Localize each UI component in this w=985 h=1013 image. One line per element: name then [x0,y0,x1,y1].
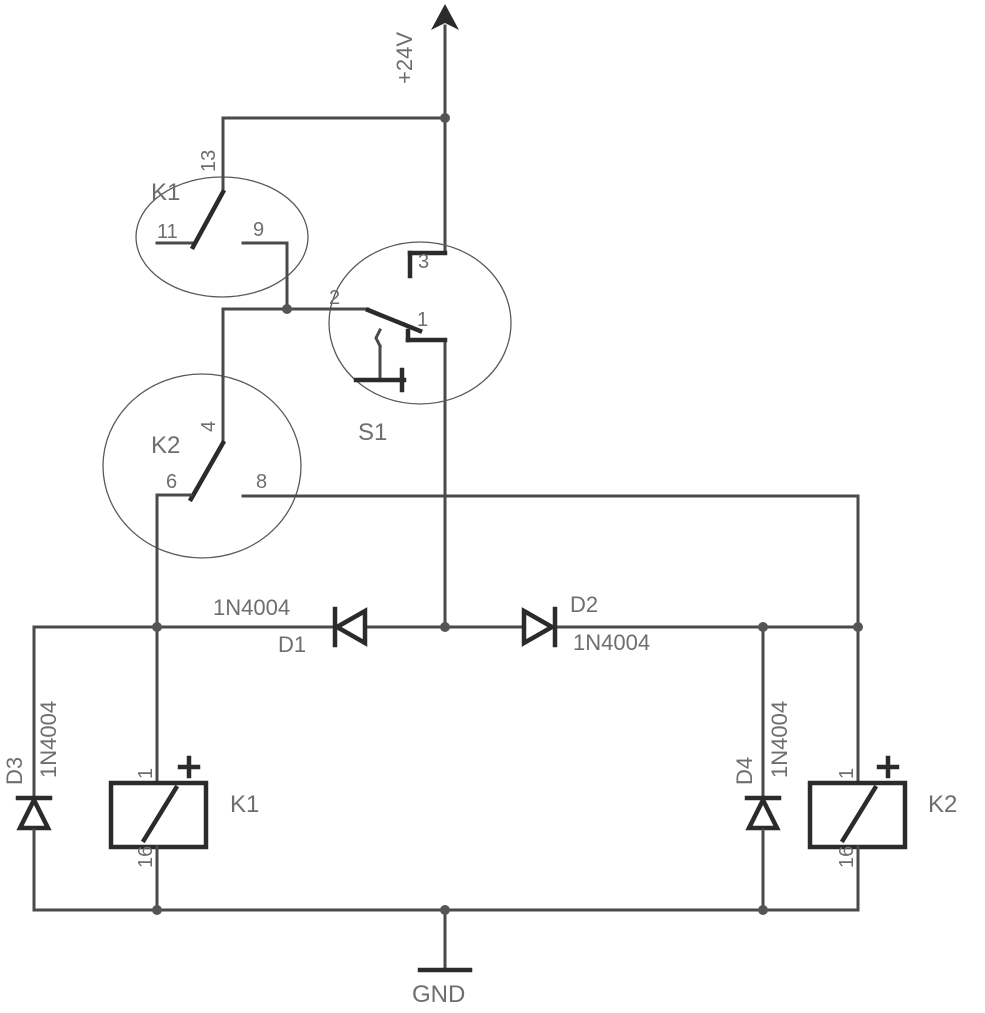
junction-node [282,304,292,314]
supply-rail [221,24,447,629]
k1-pin-11: 11 [157,221,178,243]
k1-coil-label: K1 [230,791,259,818]
junction-node [440,622,450,632]
s1-pin-2: 2 [329,287,340,309]
k2-pin-6: 6 [166,471,177,493]
d3-part-label: 1N4004 [36,701,61,778]
diode-d3 [15,625,53,912]
junction-node [440,113,450,123]
s1-pin-3: 3 [418,251,429,273]
s1-pin-1: 1 [417,309,428,331]
d1-ref-label: D1 [278,632,306,657]
k1-pin-9: 9 [253,219,264,241]
k2-contact-label: K2 [151,432,180,459]
d3-ref-label: D3 [2,757,27,785]
junction-node [152,905,162,915]
supply-symbol [431,4,459,30]
d2-ref-label: D2 [570,592,598,617]
k2-contact-circle [102,373,302,559]
d2-part-label: 1N4004 [573,630,650,655]
k2-contact-blade [187,439,227,503]
k2-coil-pin-1: 1 [836,768,858,779]
diode-d4 [744,625,782,912]
junction-node [440,905,450,915]
diode-d1 [332,606,368,648]
d4-ref-label: D4 [732,757,757,785]
k1-contact-group [135,116,309,311]
d1-part-label: 1N4004 [213,595,290,620]
supply-label: +24V [392,32,417,84]
k2-coil [807,625,908,912]
k1-pin-13: 13 [198,150,220,172]
diode-d2 [521,606,558,648]
junction-node [853,622,863,632]
ground-label: GND [412,981,465,1008]
s1-switch-group [221,241,512,405]
s1-switch-blade [365,307,423,334]
k1-contact-blade [189,188,227,251]
k1-coil-pin-16: 16 [135,846,157,868]
k1-coil-pin-1: 1 [135,768,157,779]
k2-coil-pin-16: 16 [836,846,858,868]
k2-contact-group [102,307,860,629]
junction-node [152,622,162,632]
junction-node [758,622,768,632]
k2-coil-label: K2 [928,791,957,818]
k2-pin-8: 8 [256,471,267,493]
junction-nodes [152,113,863,915]
d4-part-label: 1N4004 [767,701,792,778]
ground-rail [32,908,860,973]
k2-pin-4: 4 [198,421,220,432]
junction-node [758,905,768,915]
s1-switch-circle [328,241,512,405]
k1-contact-label: K1 [151,179,180,206]
k1-coil [108,625,209,912]
s1-label: S1 [358,419,387,446]
